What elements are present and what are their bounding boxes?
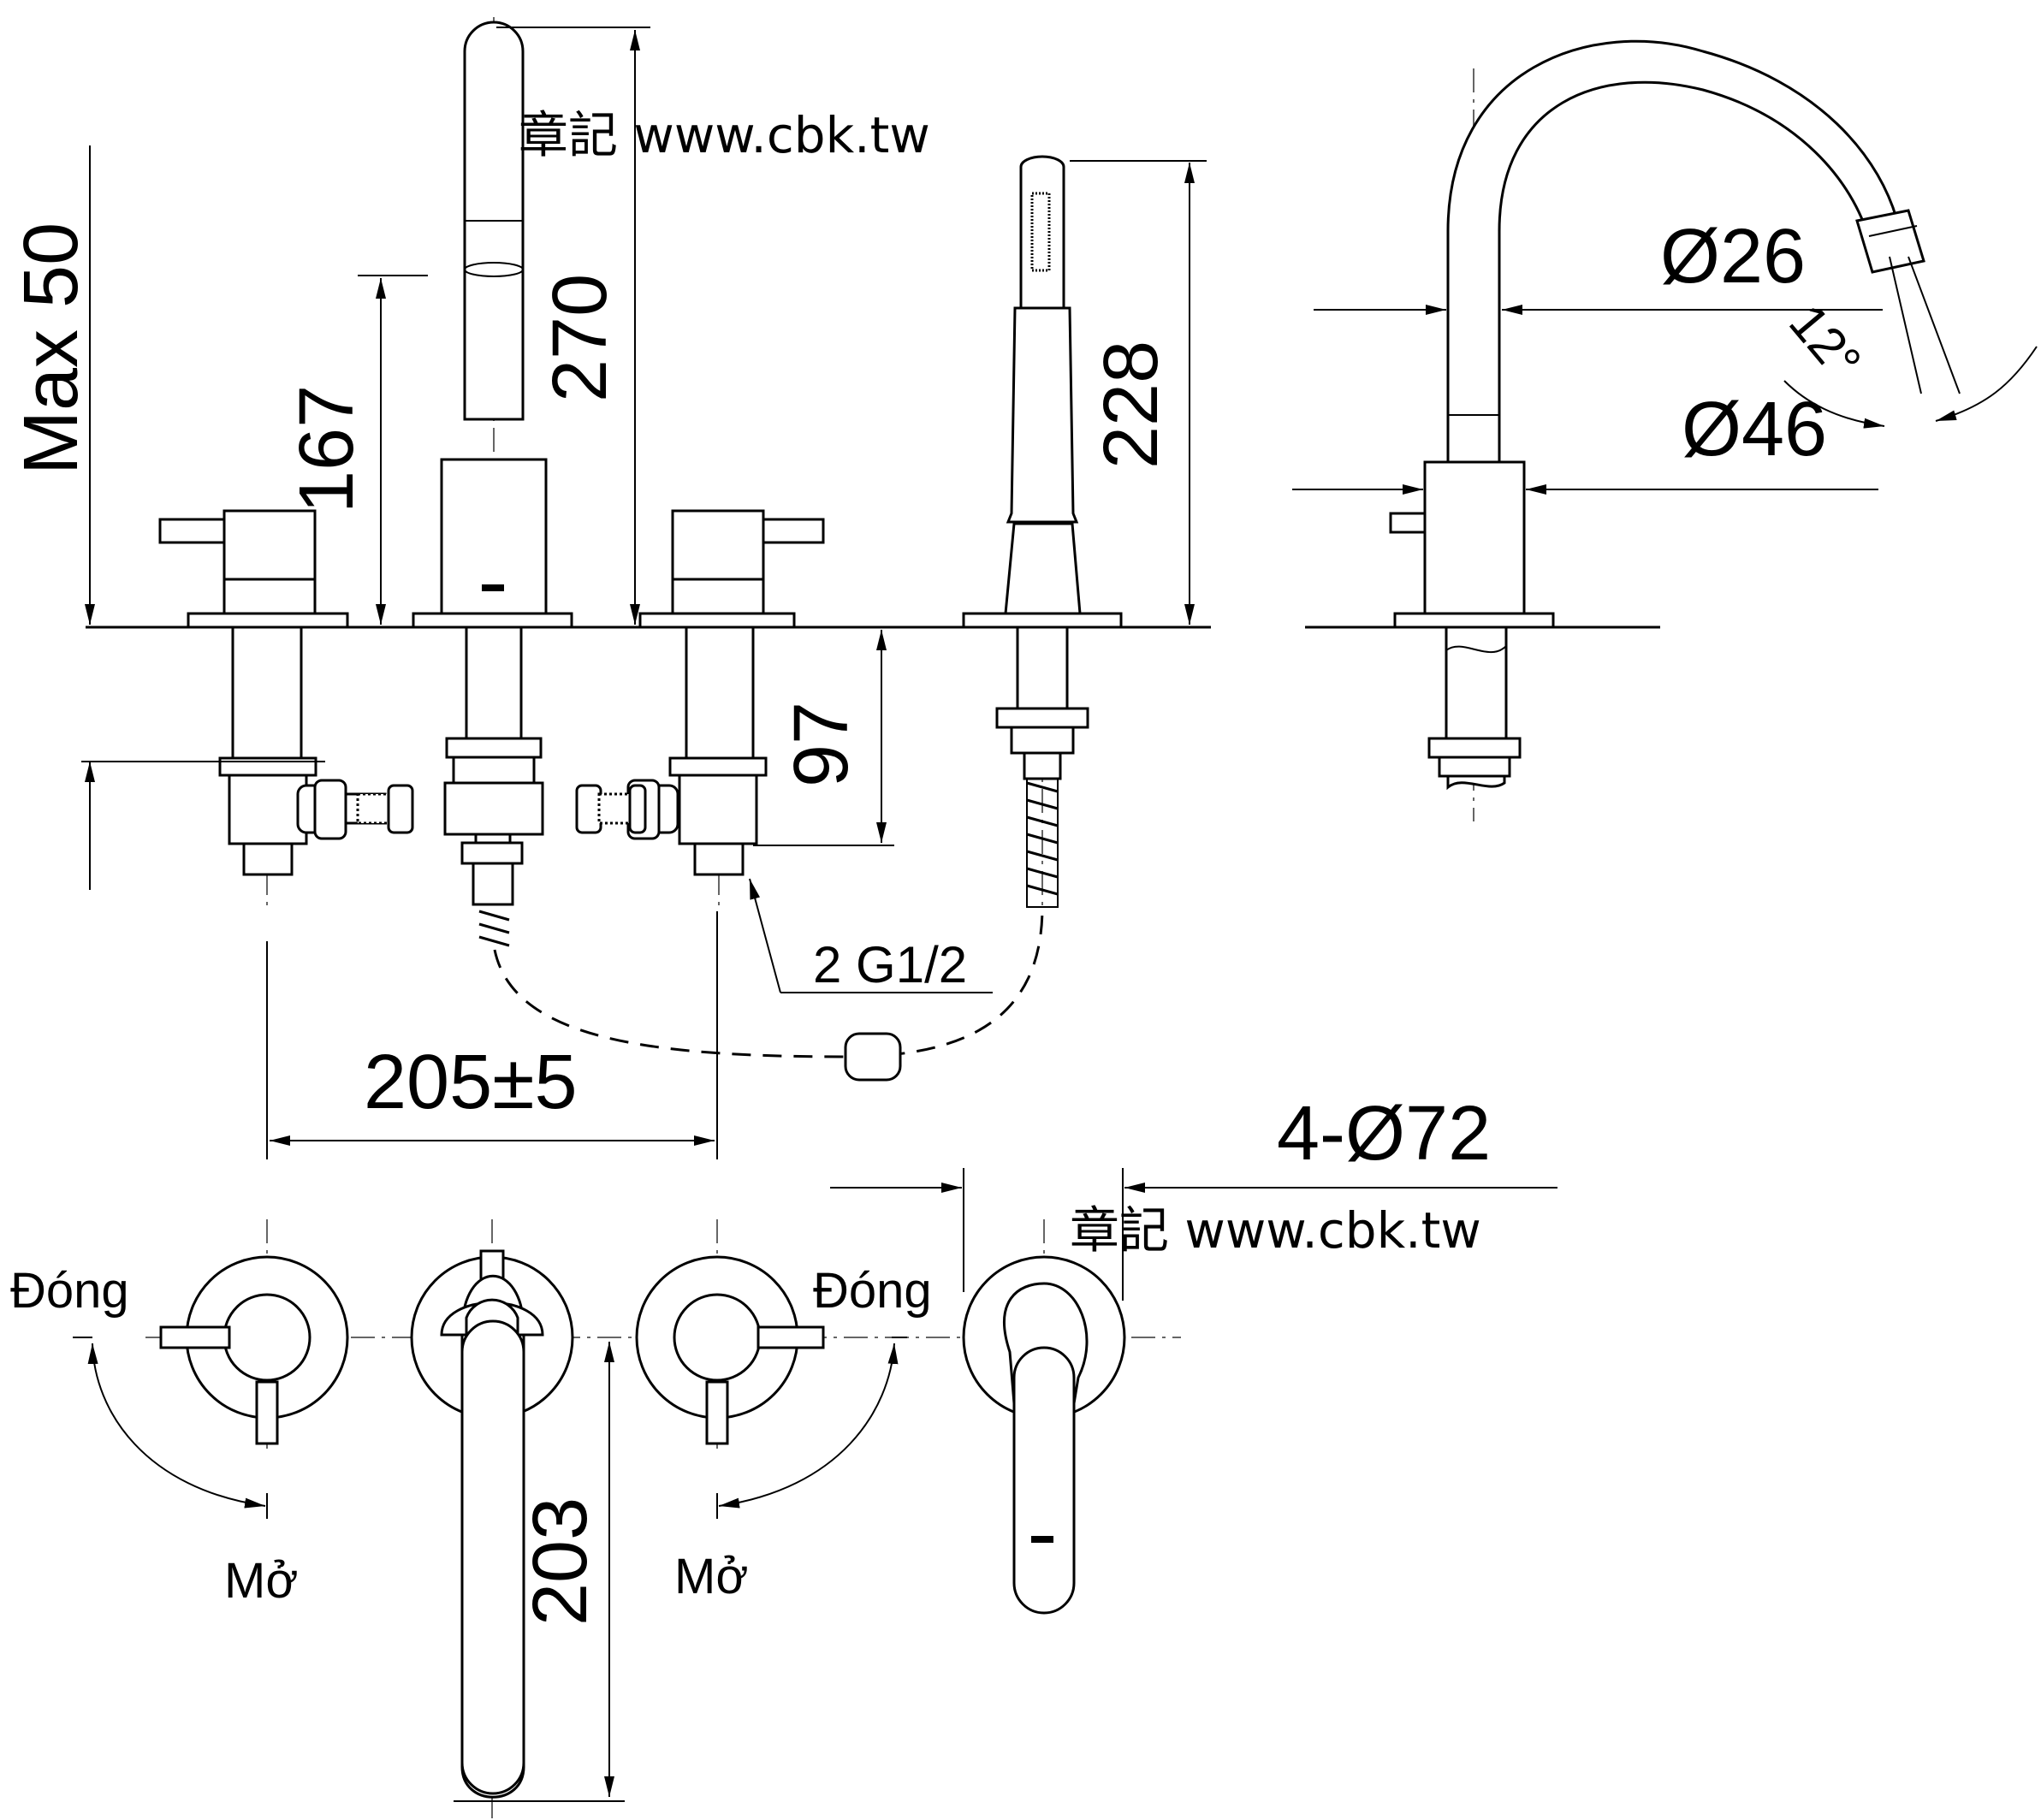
handle-height-dimension: 167 — [284, 385, 370, 513]
inlet-thread-label: 2 G1/2 — [813, 936, 967, 993]
connector-hoses — [344, 784, 647, 834]
spout-angle-dimension: 12° — [1778, 293, 1872, 390]
left-knob-plan — [159, 1255, 349, 1445]
max-deck-dimension: Max 50 — [9, 222, 94, 475]
front-elevation-view — [81, 17, 1211, 1159]
rotation-labels: Đóng Đóng Mở Mở — [10, 1263, 932, 1609]
handshower-height-dimension: 228 — [1089, 341, 1174, 469]
open-label-left: Mở — [224, 1553, 298, 1609]
spacing-dimension: 205±5 — [364, 1040, 578, 1125]
open-label-right: Mở — [674, 1549, 748, 1604]
spout-height-dimension: 270 — [537, 274, 623, 402]
hose-clip — [844, 1032, 902, 1082]
right-handle-valve — [626, 509, 825, 876]
diameter-small-dimension: Ø26 — [1660, 214, 1806, 299]
dimension-labels: Max 50 167 270 228 97 Ø26 Ø46 12° 2 G1/2… — [9, 214, 1872, 1626]
hand-shower — [962, 155, 1123, 908]
logo-mark — [482, 584, 504, 591]
handshower-plan — [962, 1255, 1126, 1615]
watermarks: 章記 www.cbk.tw 章記 www.cbk.tw — [519, 106, 1481, 1260]
dashed-hose — [493, 906, 1044, 1058]
watermark-text: 章記 www.cbk.tw — [519, 106, 930, 164]
below-deck-dimension: 97 — [779, 702, 864, 787]
logo-mark — [1031, 1536, 1053, 1543]
watermark-text: 章記 www.cbk.tw — [1070, 1201, 1481, 1260]
close-label-left: Đóng — [10, 1263, 129, 1319]
left-handle-valve — [158, 509, 349, 876]
spout-reach-dimension: 203 — [518, 1497, 603, 1626]
plan-view — [73, 1168, 1557, 1820]
side-elevation-view — [1292, 39, 2038, 821]
diameter-large-dimension: Ø46 — [1682, 387, 1827, 472]
mounting-holes-dimension: 4-Ø72 — [1277, 1091, 1491, 1177]
close-label-right: Đóng — [813, 1263, 932, 1319]
spout-plan — [410, 1249, 574, 1799]
right-knob-plan — [635, 1255, 825, 1445]
spout-body — [412, 21, 573, 947]
